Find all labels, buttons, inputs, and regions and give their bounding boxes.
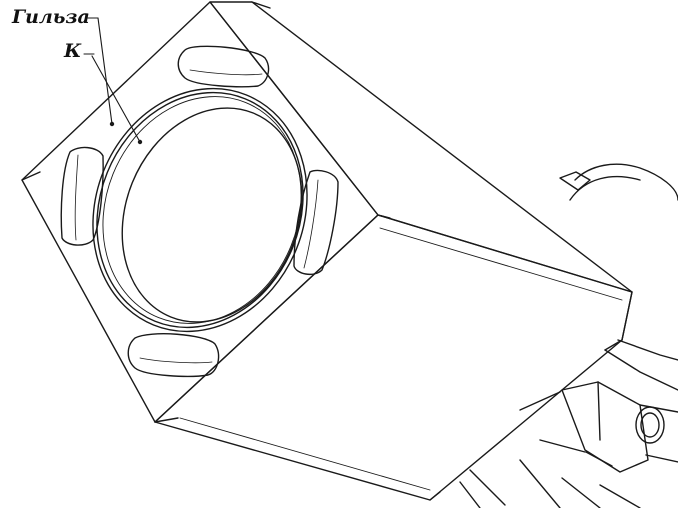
bolt-head	[635, 406, 665, 444]
outer-ring	[92, 87, 308, 333]
sleeve-bore	[121, 107, 303, 323]
slot-top	[177, 45, 270, 88]
slot-left	[60, 146, 104, 246]
housing-block	[21, 1, 633, 501]
slot-bottom	[127, 333, 220, 377]
leader-sleeve	[97, 17, 113, 125]
leader-ring	[91, 55, 141, 143]
leaders	[83, 17, 143, 145]
callout-ring-label: К	[64, 40, 82, 62]
callout-sleeve-label: Гильза	[12, 6, 90, 28]
ring-k	[96, 91, 304, 329]
side-face	[154, 214, 633, 501]
bore	[92, 87, 308, 333]
shaft-assembly	[459, 163, 678, 508]
top-face	[209, 1, 633, 293]
